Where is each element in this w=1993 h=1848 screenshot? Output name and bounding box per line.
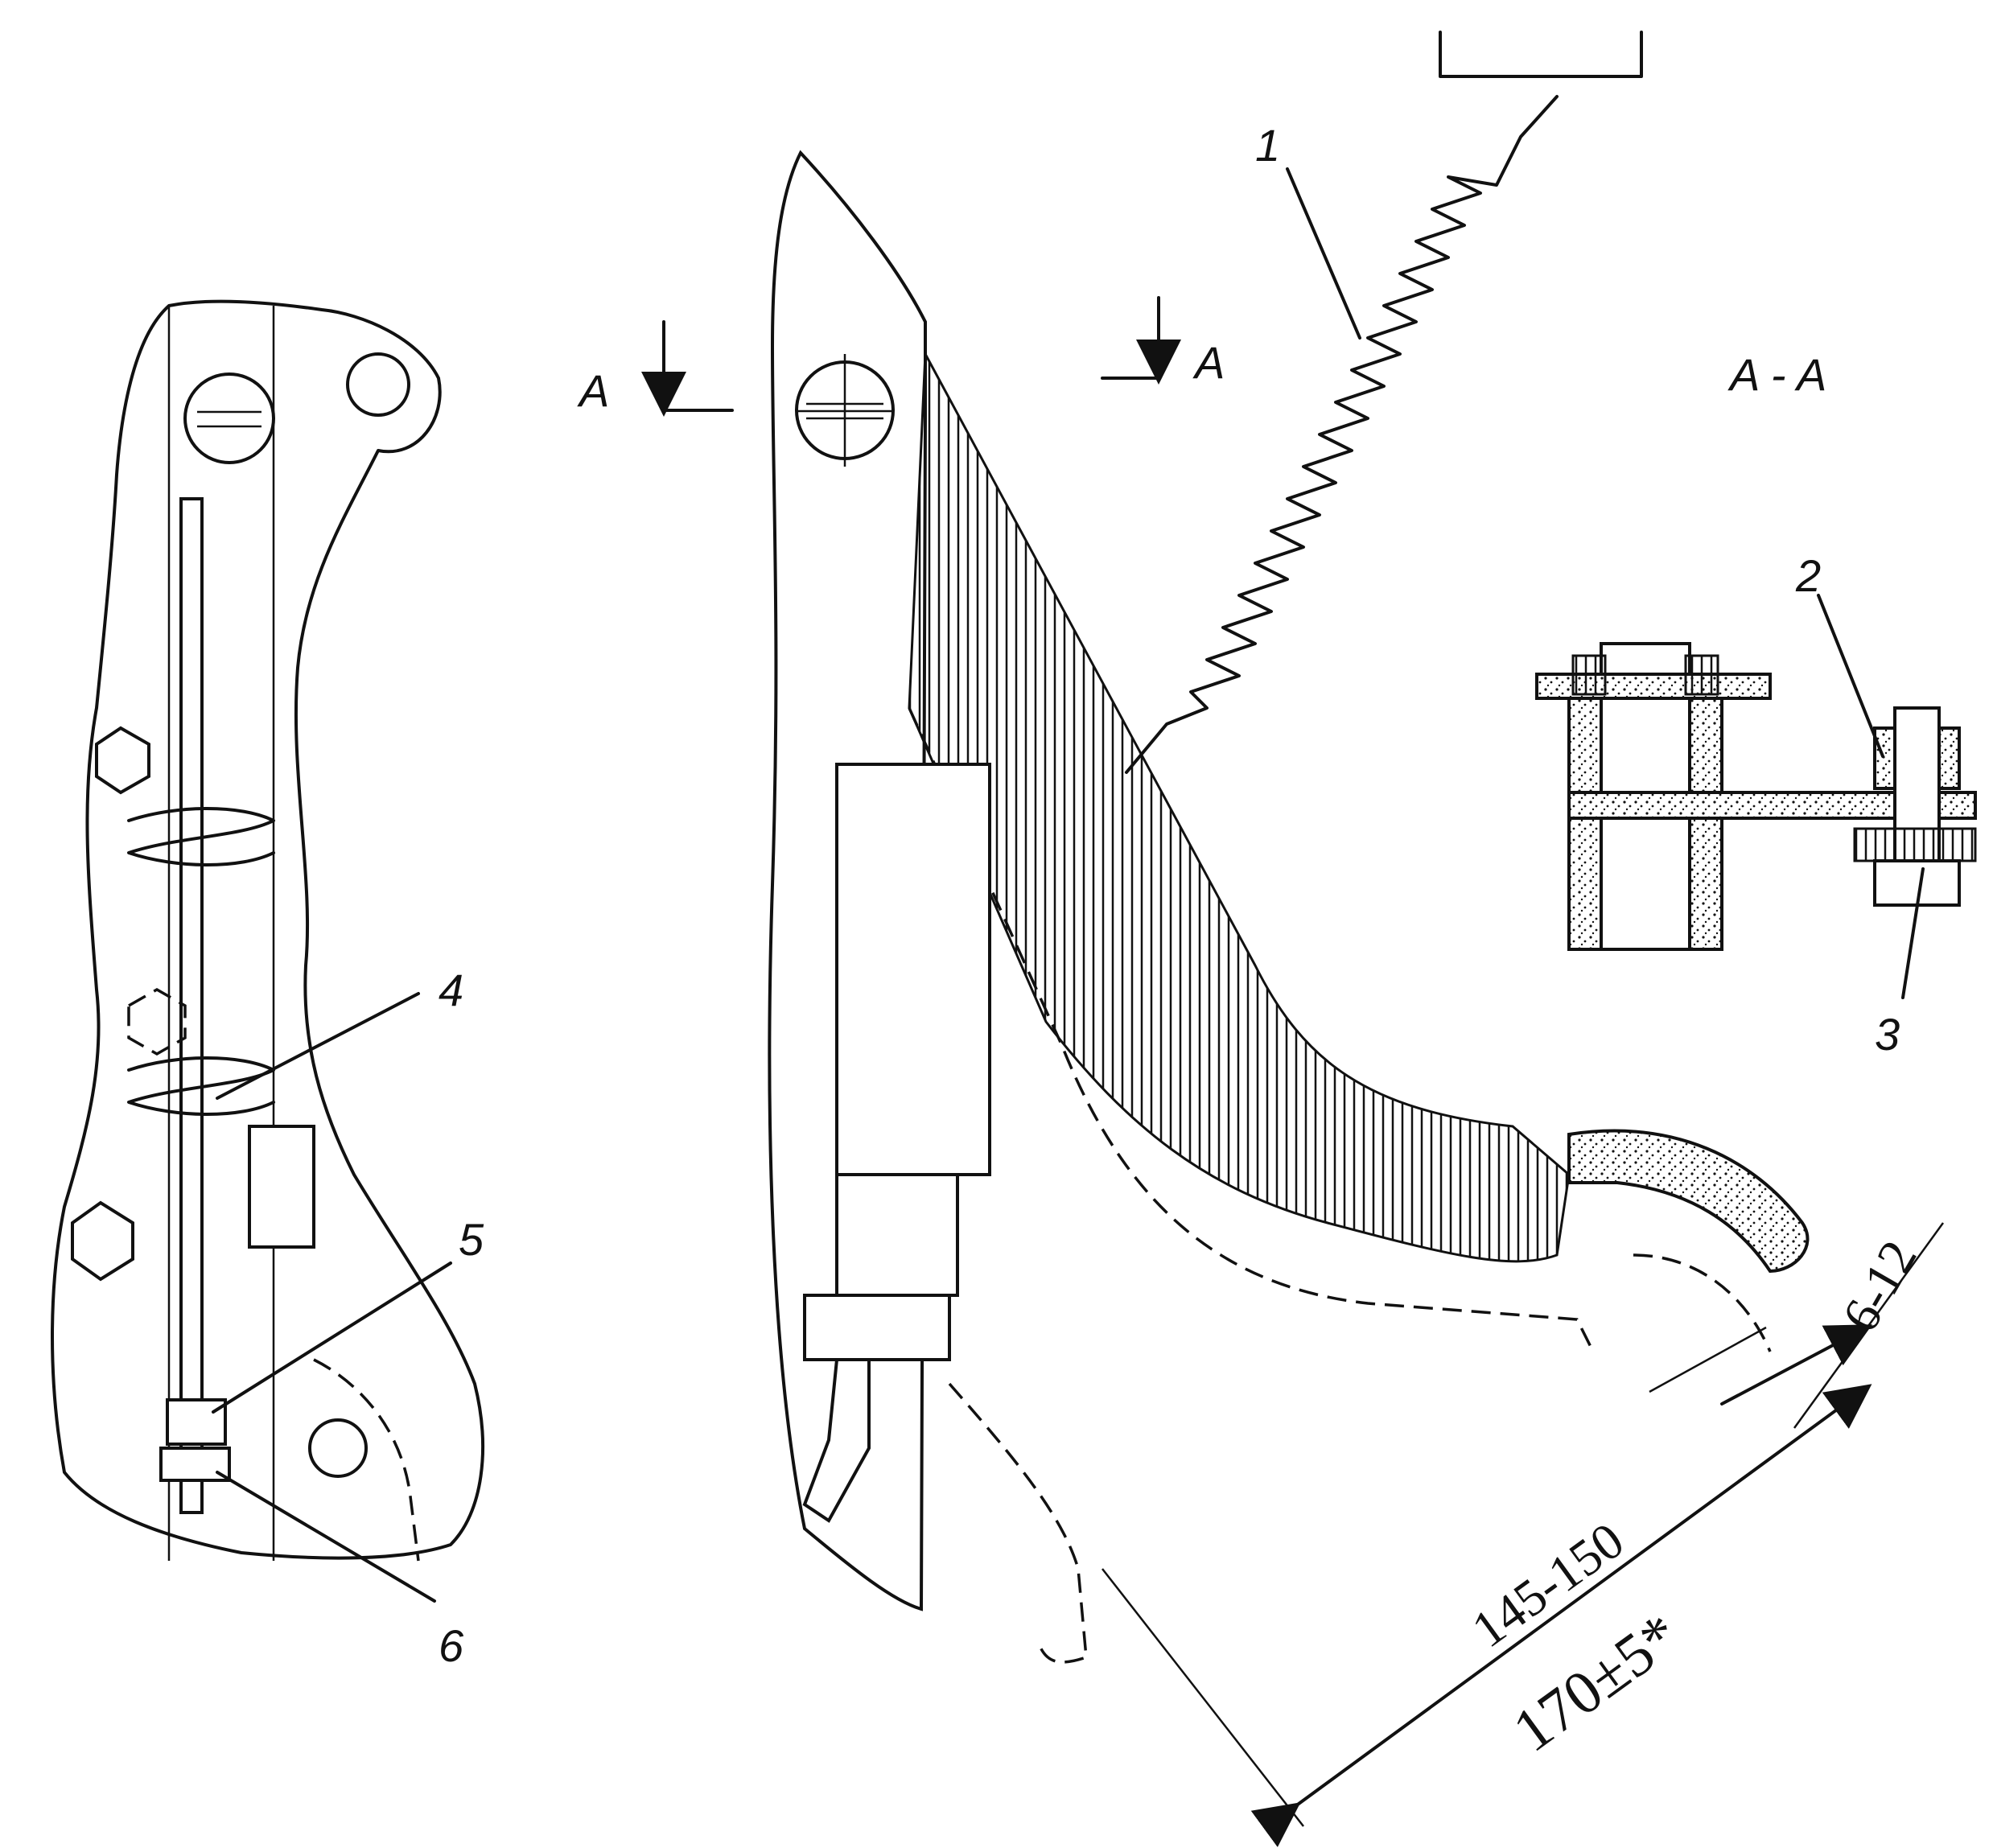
section-collar-right xyxy=(1684,654,1719,696)
callout-6: 6 xyxy=(439,1620,464,1671)
callout-3: 3 xyxy=(1875,1009,1900,1060)
callout-1: 1 xyxy=(1255,120,1280,171)
hex-nut-middle xyxy=(127,987,187,1056)
return-spring-lower xyxy=(127,1056,275,1116)
lock-nut xyxy=(166,1398,227,1446)
spring-coil xyxy=(1125,95,1559,774)
bracket-block xyxy=(248,1125,315,1249)
callout-2: 2 xyxy=(1795,550,1821,601)
main-pedal-view xyxy=(768,150,1810,1664)
section-view-aa: A - A 2 3 xyxy=(1535,349,1977,1060)
stop-light-switch xyxy=(835,763,991,1176)
return-spring-upper xyxy=(127,807,275,866)
ext-line-released xyxy=(1102,1568,1304,1827)
callout-4: 4 xyxy=(439,965,463,1015)
hex-nut-upper xyxy=(95,726,150,795)
section-label-right: A xyxy=(1192,337,1225,388)
spring-hook-bracket xyxy=(1439,31,1643,78)
leader-6 xyxy=(216,1471,436,1603)
adjust-nut xyxy=(159,1447,231,1482)
section-shaft-housing-right xyxy=(1688,690,1723,951)
pivot-bolt xyxy=(183,372,275,464)
switch-plunger xyxy=(802,1358,871,1523)
leader-2 xyxy=(1817,594,1884,758)
left-side-view xyxy=(51,299,484,1562)
clevis-pin xyxy=(346,352,410,417)
section-label-left: A xyxy=(577,365,609,416)
pedal-lever xyxy=(908,349,1571,1263)
section-shaft-housing-left xyxy=(1567,690,1603,951)
leader-3 xyxy=(1901,867,1925,999)
section-collar-left xyxy=(1571,654,1607,696)
callouts-left: 4 5 6 xyxy=(212,965,484,1671)
hex-nut-lower xyxy=(71,1200,134,1282)
leader-5 xyxy=(212,1261,452,1414)
dim-free-play: 6-12 xyxy=(1831,1231,1928,1341)
ext-line-freeplay xyxy=(1649,1326,1767,1393)
travel-dim-line xyxy=(1250,1384,1872,1847)
pedal-pad xyxy=(1567,1129,1810,1274)
pedal-released-dashed xyxy=(948,1382,1088,1664)
pedal-arm-dashed-left xyxy=(313,1358,420,1562)
switch-body-lower xyxy=(835,1173,959,1297)
section-markers: A A xyxy=(577,296,1225,417)
callout-5: 5 xyxy=(459,1214,484,1265)
switch-nut xyxy=(803,1294,951,1361)
adjuster-screw xyxy=(308,1418,368,1478)
pedal-lever-dashed-position xyxy=(908,707,1595,1352)
section-nut xyxy=(1853,827,1977,862)
left-view-outline xyxy=(51,299,484,1560)
dimensions: 6-12 145-150 170±5* xyxy=(1102,1222,1945,1847)
leader-4 xyxy=(216,992,420,1100)
section-view-title: A - A xyxy=(1727,349,1826,400)
return-spring xyxy=(1125,31,1643,774)
leader-1 xyxy=(1286,167,1361,340)
